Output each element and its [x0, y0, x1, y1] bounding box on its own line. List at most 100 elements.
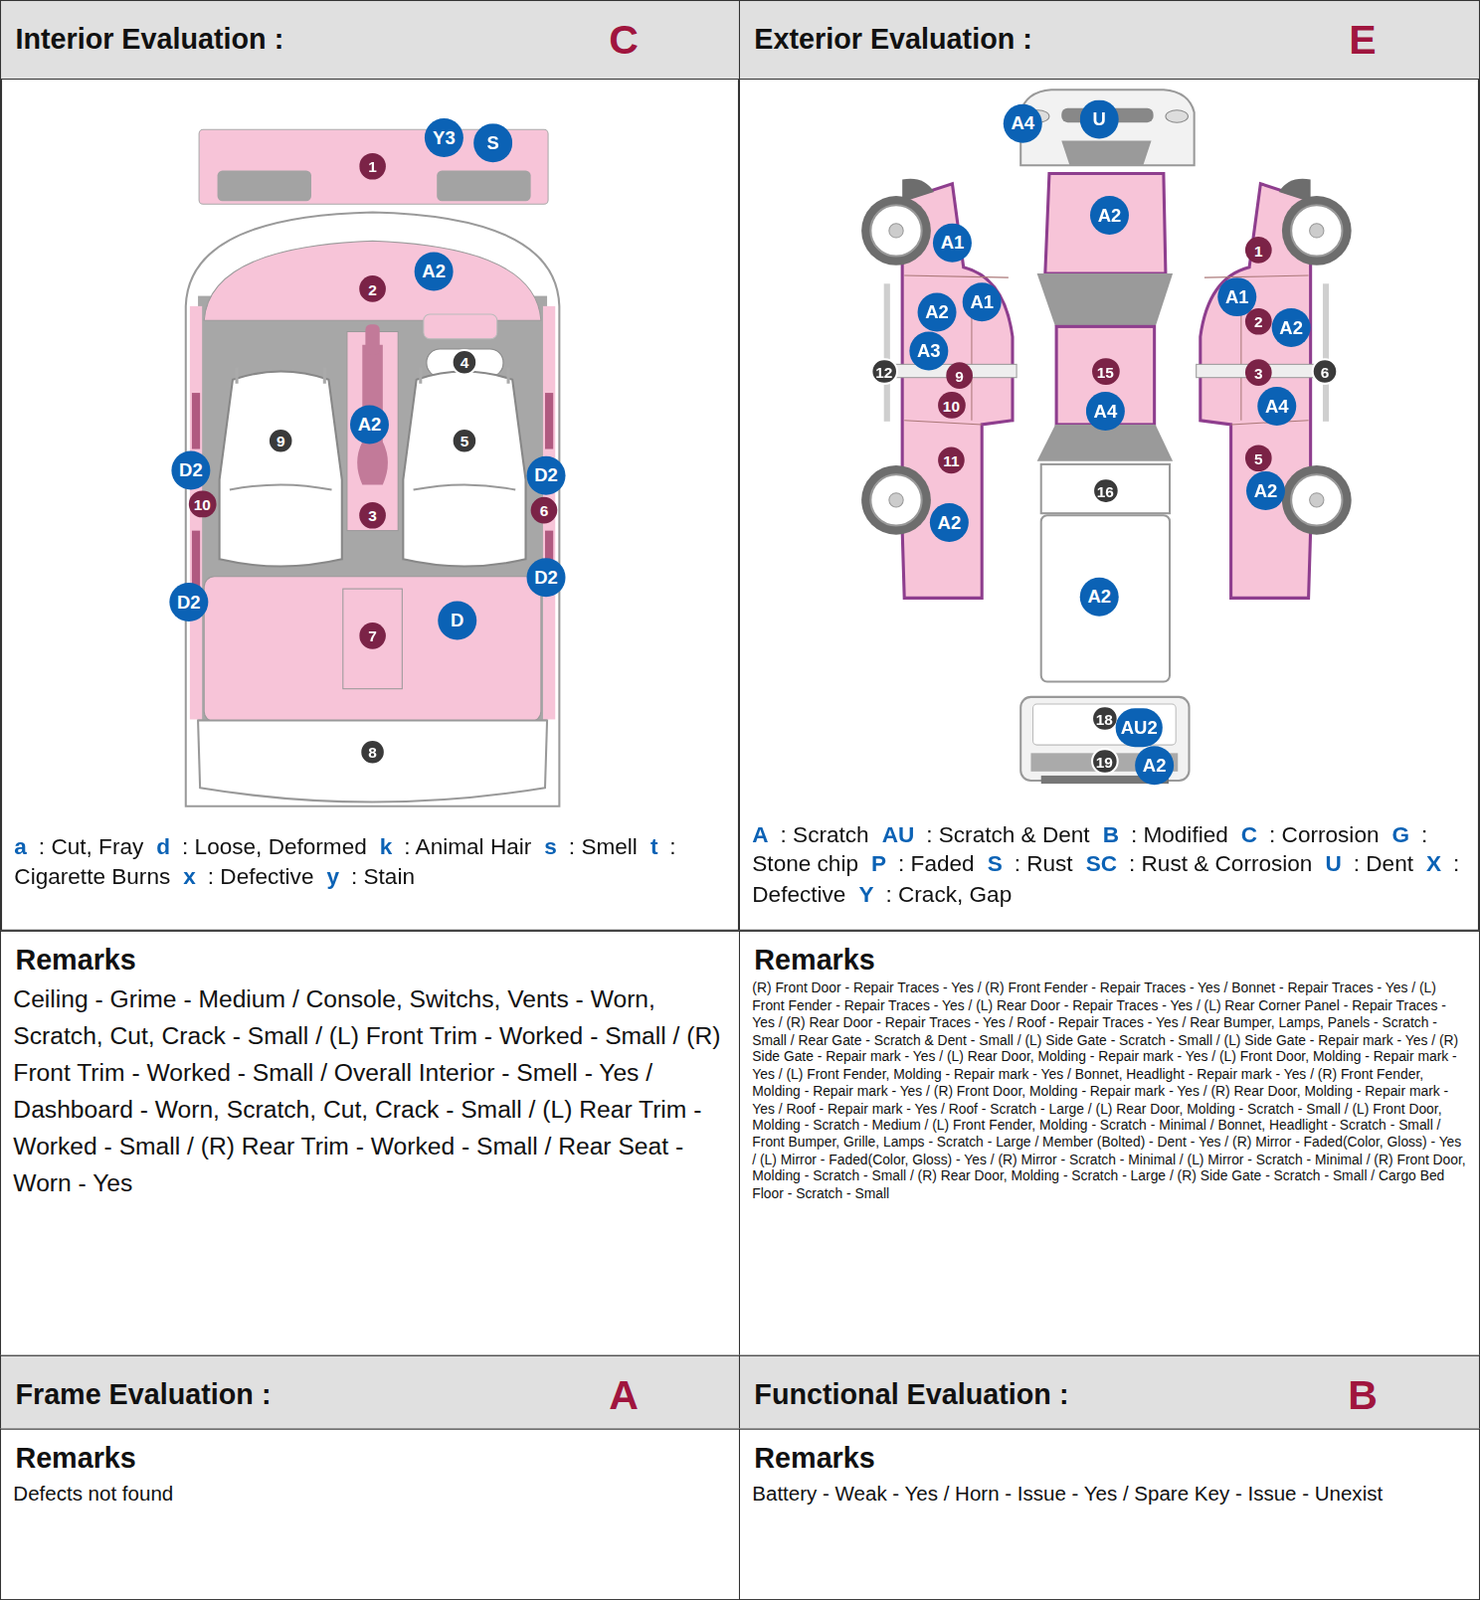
- number-text: 16: [1097, 482, 1114, 500]
- section-title: Exterior Evaluation :: [753, 0, 1032, 79]
- drawing-rect: [365, 324, 379, 356]
- callout-number: 2: [1245, 308, 1273, 336]
- drawing-rect: [1041, 464, 1170, 514]
- defect-badge: A2: [1134, 745, 1174, 785]
- number-text: 10: [193, 495, 211, 513]
- defect-badge: A2: [350, 404, 389, 444]
- number-text: 2: [1254, 313, 1264, 331]
- drawing-rect: [545, 392, 554, 449]
- grade-letter: E: [1331, 0, 1394, 79]
- section-header: Interior Evaluation :C: [0, 0, 740, 80]
- remarks-panel: RemarksDefects not found: [0, 1429, 740, 1600]
- number-text: 18: [1096, 710, 1113, 728]
- callout-number: 18: [1090, 705, 1118, 733]
- defect-badge: A2: [1246, 471, 1286, 511]
- defect-code: A2: [421, 260, 446, 283]
- legend-code: AU: [882, 821, 916, 848]
- section-header: Exterior Evaluation : E: [739, 0, 1480, 80]
- section-title: Functional Evaluation :: [753, 1356, 1069, 1435]
- defect-code: A4: [1265, 395, 1290, 418]
- defect-code: A2: [1087, 586, 1111, 609]
- defect-code: A2: [358, 413, 382, 436]
- drawing-rect: [347, 332, 398, 532]
- legend-description: : Defective: [207, 863, 315, 890]
- drawing-path: [1061, 141, 1151, 167]
- remarks-panel: RemarksCeiling - Grime - Medium / Consol…: [0, 930, 740, 1357]
- number-text: 19: [1096, 752, 1113, 770]
- callout-number: 9: [945, 362, 973, 389]
- legend-description: : Loose, Deformed: [182, 833, 368, 860]
- legend-code: C: [1241, 821, 1258, 848]
- defect-code: A4: [1010, 112, 1035, 135]
- legend-code: y: [326, 863, 340, 890]
- exterior-truck: [861, 89, 1352, 784]
- callout-number: 5: [451, 427, 479, 455]
- defect-code: D2: [177, 591, 201, 614]
- defect-badge: A4: [1003, 104, 1043, 144]
- drawing-path: [1045, 173, 1166, 274]
- legend-code: U: [1324, 851, 1341, 878]
- drawing-path: [1037, 273, 1173, 327]
- remarks-text: (R) Front Door - Repair Traces - Yes / (…: [751, 981, 1469, 1204]
- defect-badge: AU2: [1115, 708, 1163, 747]
- code-legend: A : Scratch AU : Scratch & Dent B : Modi…: [751, 819, 1473, 910]
- callout-number: 16: [1092, 477, 1120, 505]
- remarks-heading: Remarks: [14, 941, 725, 979]
- drawing-use: [861, 179, 1017, 599]
- number-text: 5: [1254, 449, 1264, 467]
- legend-description: : Scratch & Dent: [925, 821, 1090, 848]
- callout-number: 15: [1092, 358, 1120, 385]
- defect-code: A4: [1094, 400, 1118, 423]
- defect-badge: D2: [169, 582, 208, 622]
- defect-code: D2: [534, 464, 558, 487]
- number-text: 11: [942, 451, 959, 469]
- callout-number: 6: [1311, 358, 1339, 385]
- number-text: 9: [276, 432, 286, 450]
- section-header: Functional Evaluation :B: [739, 1355, 1480, 1431]
- defect-code: A2: [925, 301, 949, 324]
- defect-code: A2: [1279, 317, 1303, 340]
- drawing-ellipse: [1165, 110, 1189, 123]
- remarks-panel: Remarks(R) Front Door - Repair Traces - …: [739, 930, 1480, 1357]
- legend-description: : Animal Hair: [403, 833, 532, 860]
- number-text: 1: [368, 158, 377, 176]
- drawing-path: [229, 484, 516, 490]
- grade-letter: B: [1331, 1356, 1394, 1435]
- callout-number: 1: [359, 153, 386, 181]
- defect-badge: A4: [1086, 391, 1125, 431]
- drawing-path: [185, 211, 560, 806]
- remarks-panel: RemarksBattery - Weak - Yes / Horn - Iss…: [739, 1429, 1480, 1600]
- drawing-use: [1196, 179, 1352, 599]
- callout-number: 10: [937, 391, 966, 419]
- number-text: 8: [368, 743, 377, 761]
- interior-car: [185, 129, 560, 806]
- defect-code: A2: [1098, 204, 1122, 227]
- legend-code: k: [379, 833, 393, 860]
- drawing-rect: [1041, 515, 1170, 682]
- remarks-text: Defects not found: [12, 1479, 729, 1508]
- legend-code: P: [871, 851, 887, 878]
- defect-code: D2: [534, 566, 558, 589]
- section-header: Frame Evaluation :A: [0, 1355, 740, 1431]
- defect-badge: D2: [527, 456, 566, 496]
- defect-code: A1: [940, 231, 965, 254]
- number-text: 5: [460, 432, 470, 450]
- legend-description: : Corrosion: [1269, 821, 1379, 848]
- callout-number: 10: [187, 491, 216, 519]
- legend-code: S: [987, 851, 1003, 878]
- remarks-text: Ceiling - Grime - Medium / Console, Swit…: [12, 981, 729, 1203]
- defect-badge: D: [437, 600, 477, 640]
- defect-code: Y3: [432, 127, 456, 150]
- defect-code: A1: [1225, 286, 1250, 309]
- defect-code: S: [486, 132, 499, 155]
- legend-code: d: [156, 833, 171, 860]
- defect-badge: Y3: [424, 118, 464, 158]
- defect-code: A2: [937, 512, 962, 535]
- defect-code: A2: [1254, 480, 1279, 503]
- drawing-rect: [343, 588, 403, 690]
- defect-code: A2: [1142, 754, 1167, 777]
- code-legend: a : Cut, Fray d : Loose, Deformed k : An…: [13, 831, 729, 892]
- defect-badge: A2: [414, 251, 454, 291]
- defect-code: U: [1093, 108, 1107, 131]
- legend-description: : Scratch: [780, 821, 870, 848]
